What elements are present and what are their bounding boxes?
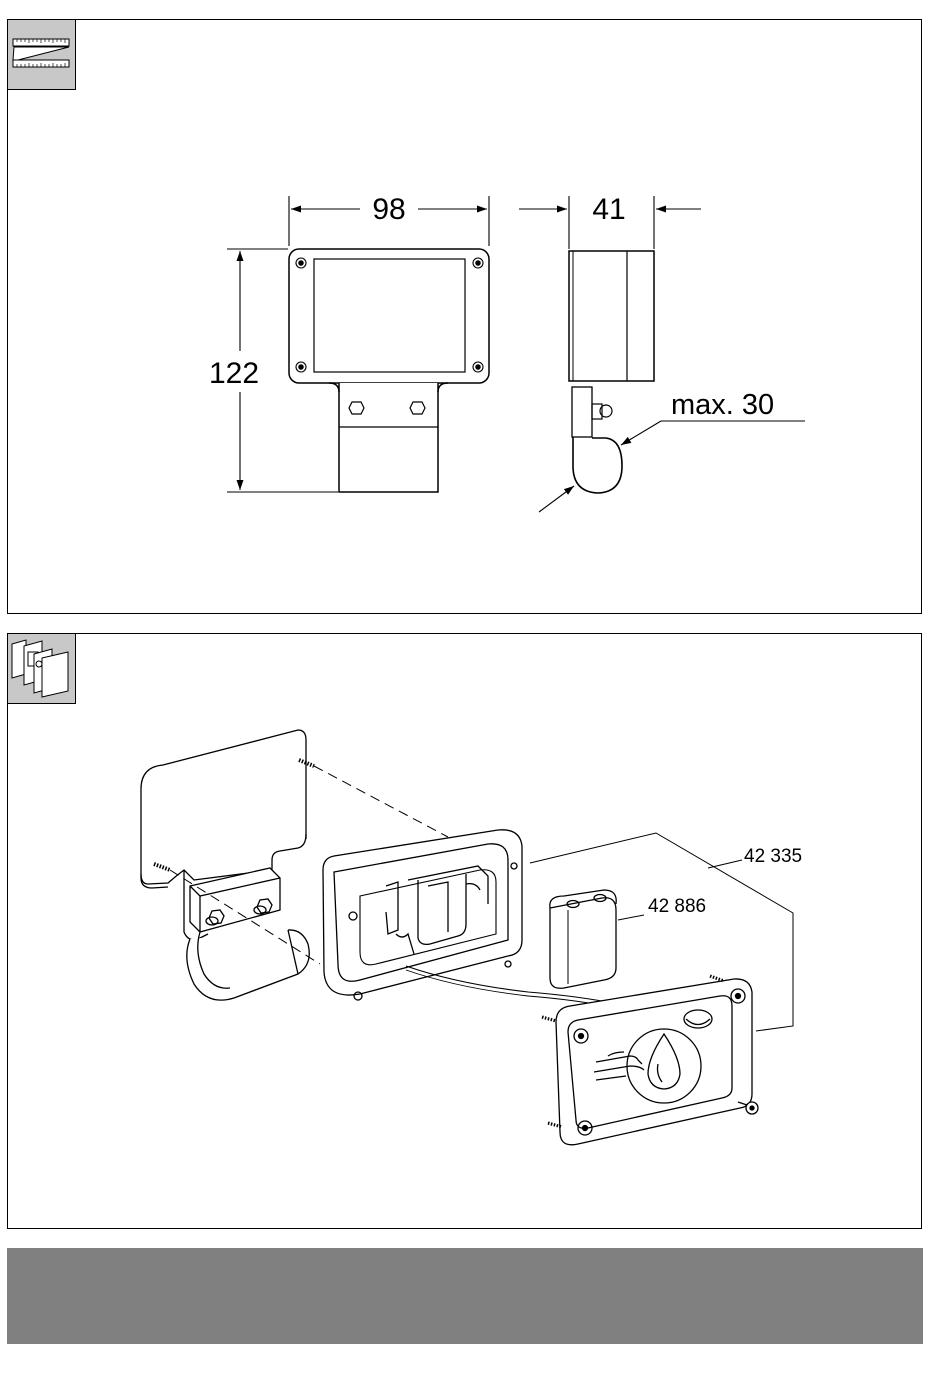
exploded-drawing: 42 335 42 886 [8,634,921,1228]
sensor-housing [323,830,522,1000]
pipe-diameter-label: max. 30 [671,389,774,421]
footer-bar [7,1248,923,1344]
front-view [289,249,489,492]
depth-label: 41 [592,193,625,226]
width-label: 98 [372,193,405,226]
pipe-diameter-dimension [539,421,805,512]
battery-part-number: 42 886 [648,896,706,917]
mounting-plate [141,730,314,888]
battery [550,890,616,988]
pipe-clamp [184,868,309,1000]
side-view [569,251,654,493]
dimension-drawing: 98 41 122 max. 30 [8,20,921,613]
height-label: 122 [209,357,259,390]
kit-part-number: 42 335 [744,846,802,867]
assembly-line-upper [314,766,448,837]
exploded-view-panel: 42 335 42 886 [7,633,922,1229]
dimensions-panel: 98 41 122 max. 30 [7,19,922,614]
